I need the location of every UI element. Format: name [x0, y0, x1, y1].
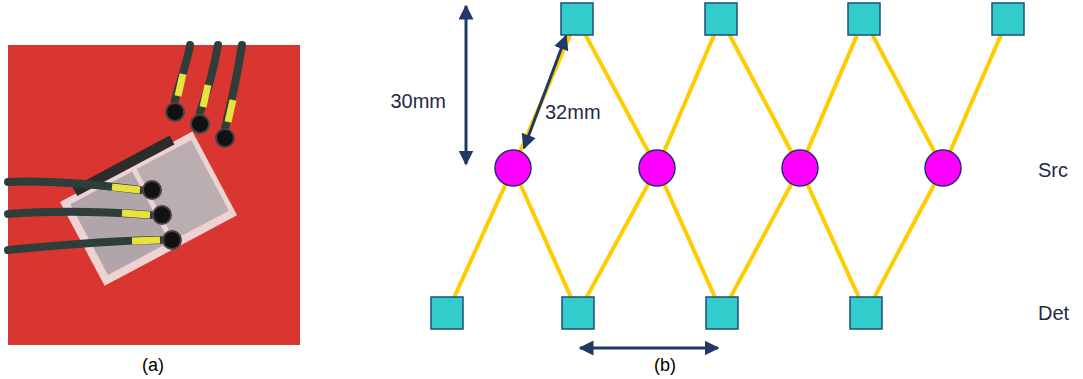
dimension-arrow — [466, 6, 718, 348]
probe-photo — [8, 45, 300, 345]
detector-square — [431, 3, 1024, 329]
panel-caption: (a) — [142, 356, 164, 376]
dimension-label: 30mm — [390, 90, 446, 112]
dimension-label: 32mm — [545, 101, 601, 123]
row-label: Src — [1038, 159, 1068, 181]
source-circle — [495, 150, 961, 186]
light-path — [447, 19, 1008, 313]
row-label: Det — [1038, 302, 1069, 324]
panel-caption: (b) — [654, 356, 676, 376]
